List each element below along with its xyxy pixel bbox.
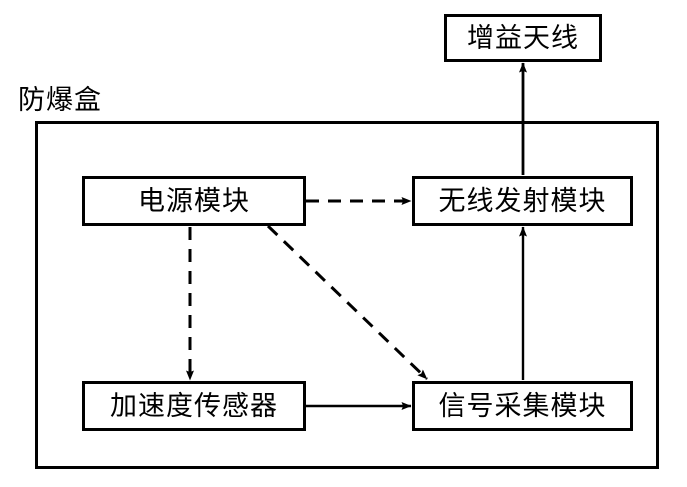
node-power-module-label: 电源模块 [138, 185, 250, 216]
node-acceleration-sensor-label: 加速度传感器 [110, 390, 278, 421]
node-gain-antenna[interactable]: 增益天线 [444, 14, 602, 62]
node-acceleration-sensor[interactable]: 加速度传感器 [82, 381, 306, 431]
node-wireless-transmit-module[interactable]: 无线发射模块 [412, 176, 633, 226]
node-signal-acquisition-module[interactable]: 信号采集模块 [412, 381, 633, 431]
node-wireless-transmit-module-label: 无线发射模块 [438, 185, 607, 216]
node-signal-acquisition-module-label: 信号采集模块 [438, 390, 607, 421]
node-gain-antenna-label: 增益天线 [467, 22, 579, 53]
node-power-module[interactable]: 电源模块 [82, 176, 306, 226]
enclosure-label: 防爆盒 [18, 85, 102, 115]
edge-power-to-daq [266, 224, 429, 381]
